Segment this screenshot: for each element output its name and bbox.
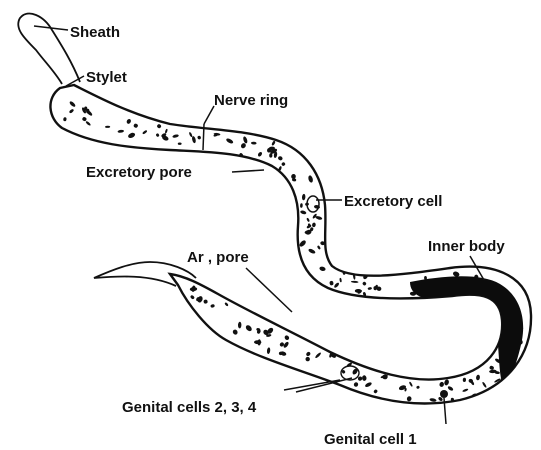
leader-anal-pore (246, 268, 292, 312)
label-genital-cells-234: Genital cells 2, 3, 4 (122, 399, 257, 416)
label-sheath: Sheath (70, 24, 120, 41)
label-inner-body: Inner body (428, 238, 505, 255)
label-stylet: Stylet (86, 69, 127, 86)
nerve-ring-mark (203, 124, 204, 150)
inner-body (410, 276, 523, 388)
label-genital-cell-1: Genital cell 1 (324, 431, 417, 448)
label-excretory-pore: Excretory pore (86, 164, 192, 181)
genital-cell-1-mark (440, 390, 448, 398)
nucleus-speck (178, 143, 182, 145)
leader-excretory-pore (232, 170, 264, 172)
label-anal-pore: Ar , pore (187, 249, 249, 266)
leader-nerve-ring (204, 106, 214, 124)
label-nerve-ring: Nerve ring (214, 92, 288, 109)
label-excretory-cell: Excretory cell (344, 193, 442, 210)
